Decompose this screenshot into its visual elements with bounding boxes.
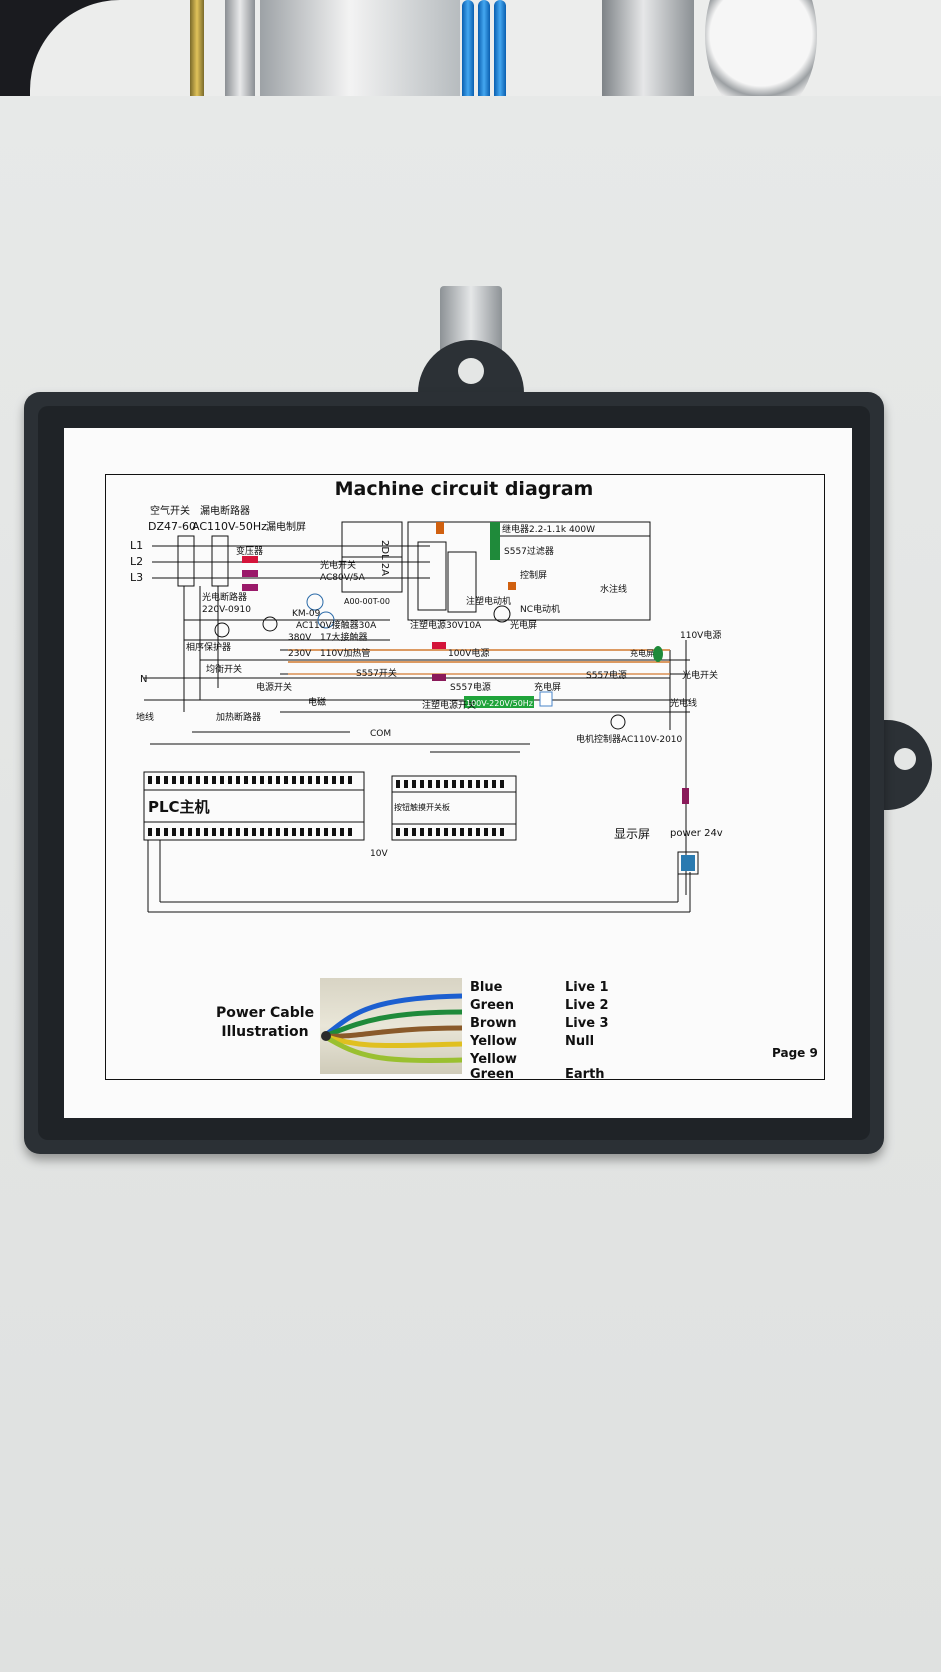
label-photo-spec: AC80V/5A bbox=[320, 573, 366, 583]
legend-row: Green Live 2 bbox=[470, 998, 609, 1013]
label-100v: 100V电源 bbox=[448, 647, 489, 659]
sheet-border bbox=[105, 474, 825, 1080]
label-aoo: A00-00T-00 bbox=[344, 597, 390, 606]
brass-pipe bbox=[190, 0, 204, 110]
legend-meaning: Live 1 bbox=[565, 980, 609, 995]
label-io-module: 按钮触摸开关板 bbox=[394, 802, 450, 812]
wire-yellow bbox=[323, 1033, 462, 1048]
label-leakage-spec: AC110V-50Hz bbox=[192, 520, 267, 533]
label-injection-power: 注塑电源开关 bbox=[422, 699, 476, 711]
legend-row: Blue Live 1 bbox=[470, 980, 609, 995]
label-injection-pump: 注塑电源30V10A bbox=[410, 619, 482, 631]
label-nc-detector: NC电动机 bbox=[520, 603, 560, 615]
label-transformer: 变压器 bbox=[236, 545, 263, 557]
wire-blue bbox=[322, 993, 462, 1039]
label-380v: 380V bbox=[288, 633, 312, 643]
label-charge-switch: 电源开关 bbox=[256, 681, 292, 693]
label-rectifier: 2DL 2A bbox=[379, 540, 390, 576]
label-light: 光电屏 bbox=[510, 619, 537, 631]
label-photo-switch: 光电开关 bbox=[320, 559, 356, 571]
label-water-line: 水注线 bbox=[600, 583, 627, 595]
legend-meaning: Live 2 bbox=[565, 998, 609, 1013]
label-machine-ctrl: 电机控制器AC110V-2010 bbox=[576, 733, 683, 745]
label-plc: PLC主机 bbox=[148, 798, 210, 816]
label-phase-l3: L3 bbox=[130, 571, 143, 584]
power-cable-photo bbox=[320, 978, 462, 1074]
label-control-screen: 控制屏 bbox=[520, 569, 547, 581]
legend-row: Brown Live 3 bbox=[470, 1016, 609, 1031]
label-neutral: N bbox=[140, 674, 147, 685]
legend-color-name: Yellow Green bbox=[470, 1052, 517, 1082]
label-line-380: 17大接触器 bbox=[320, 631, 367, 643]
label-phase-l2: L2 bbox=[130, 555, 143, 568]
page-number: Page 9 bbox=[772, 1046, 818, 1060]
label-charger-pack: 充电屏 bbox=[630, 648, 654, 658]
wire-yellow-green bbox=[322, 1033, 462, 1063]
legend-row: Yellow Null bbox=[470, 1034, 594, 1049]
wire-green bbox=[323, 1009, 462, 1039]
legend-color-name: Green bbox=[470, 998, 514, 1013]
wire-brown bbox=[323, 1025, 462, 1039]
label-charger-breaker: 光电断路器 bbox=[202, 591, 247, 603]
label-s557-switch: S557开关 bbox=[356, 667, 397, 679]
label-relay: 继电器2.2-1.1k 400W bbox=[502, 523, 595, 535]
label-voltage-range: 100V-220V/50Hz bbox=[466, 699, 533, 708]
label-air-switch: 空气开关 bbox=[150, 504, 190, 517]
label-com: COM bbox=[370, 729, 391, 739]
legend-caption-line2: Illustration bbox=[221, 1024, 309, 1040]
legend-meaning: Null bbox=[565, 1034, 595, 1049]
label-light-line: 光电线 bbox=[670, 697, 697, 709]
label-s557-power: S557电源 bbox=[450, 681, 491, 693]
legend-color-name: Yellow bbox=[470, 1034, 517, 1049]
label-110v: 110V电源 bbox=[680, 629, 721, 641]
label-230v: 230V bbox=[288, 649, 312, 659]
label-line-230: 110V加热管 bbox=[320, 647, 370, 659]
cable-sheath-end bbox=[321, 1031, 331, 1041]
label-charger-spec: 220V-0910 bbox=[202, 605, 251, 615]
label-s557-power-right: S557电源 bbox=[586, 669, 627, 681]
legend-color-name: Blue bbox=[470, 980, 503, 995]
label-ground: 地线 bbox=[136, 711, 154, 723]
label-leakage-breaker: 漏电断路器 bbox=[200, 504, 250, 517]
legend-color-name: Brown bbox=[470, 1016, 517, 1031]
label-air-switch-model: DZ47-60 bbox=[148, 520, 196, 533]
hanger-hole bbox=[458, 358, 484, 384]
legend-caption-line1: Power Cable bbox=[215, 1005, 315, 1021]
power-cable-wires bbox=[321, 993, 462, 1063]
label-balance-switch: 均衡开关 bbox=[206, 663, 242, 675]
label-10v: 10V bbox=[370, 849, 388, 859]
circuit-diagram: 空气开关 DZ47-60 漏电断路器 AC110V-50Hz 漏电制屏 2DL … bbox=[130, 500, 820, 980]
label-s557-filter: S557过滤器 bbox=[504, 545, 554, 557]
label-power-24v: power 24v bbox=[670, 828, 723, 839]
label-display: 显示屏 bbox=[614, 827, 650, 841]
label-light-switch: 光电开关 bbox=[682, 669, 718, 681]
label-phase-meter: 相序保护器 bbox=[186, 641, 231, 653]
label-heater-breaker: 加热断路器 bbox=[216, 711, 261, 723]
diagram-title: Machine circuit diagram bbox=[334, 478, 594, 500]
label-charger-screen: 充电屏 bbox=[534, 681, 561, 693]
legend-caption: Power Cable Illustration bbox=[205, 1004, 325, 1042]
label-contactor-spec: AC110V接触器30A bbox=[296, 619, 377, 631]
label-detector: 注塑电动机 bbox=[466, 595, 511, 607]
label-phase-l1: L1 bbox=[130, 539, 143, 552]
legend-meaning: Earth bbox=[565, 1067, 605, 1082]
label-leakage-screen: 漏电制屏 bbox=[266, 520, 306, 533]
side-tab-hole bbox=[894, 748, 916, 770]
label-km: KM-09 bbox=[292, 609, 321, 619]
label-coil: 电磁 bbox=[308, 696, 326, 708]
legend-meaning: Live 3 bbox=[565, 1016, 609, 1031]
circuit-diagram-svg: 空气开关 DZ47-60 漏电断路器 AC110V-50Hz 漏电制屏 2DL … bbox=[130, 504, 723, 913]
